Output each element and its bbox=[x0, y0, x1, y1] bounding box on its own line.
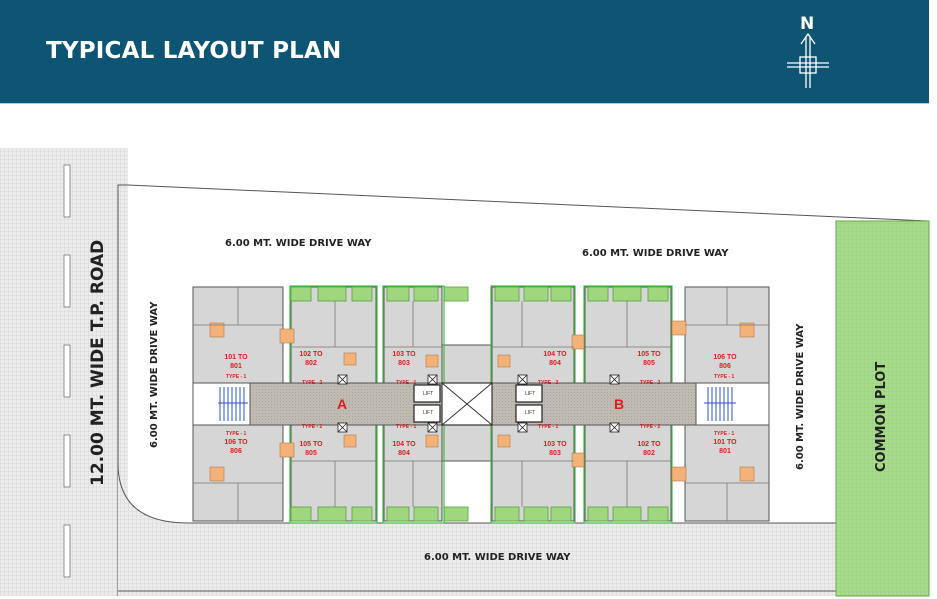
wing-a-label: A bbox=[337, 396, 348, 412]
compass-north-label: N bbox=[800, 14, 815, 34]
lift-label: LIFT bbox=[423, 391, 434, 397]
drive-way-label-top-left: 6.00 MT. WIDE DRIVE WAY bbox=[225, 238, 372, 249]
corridor-wing-a bbox=[249, 382, 443, 426]
duct-markers bbox=[337, 374, 620, 433]
type-label: TYPE - 2 bbox=[640, 380, 661, 386]
type-label: TYPE - 2 bbox=[640, 424, 661, 430]
unit-label: 105 TO 805 bbox=[637, 351, 661, 367]
staircase-left bbox=[192, 382, 251, 426]
page-title: TYPICAL LAYOUT PLAN bbox=[46, 38, 342, 64]
type-label: TYPE - 1 bbox=[714, 374, 735, 380]
type-label: TYPE - 1 bbox=[396, 380, 417, 386]
lift-label: LIFT bbox=[525, 391, 536, 397]
lift-label: LIFT bbox=[423, 410, 434, 416]
unit-label: 101 TO 801 bbox=[224, 354, 248, 370]
staircase-right bbox=[695, 382, 770, 426]
tp-road-label: 12.00 MT. WIDE T.P. ROAD bbox=[88, 239, 108, 486]
unit-label: 101 TO 801 bbox=[713, 439, 737, 455]
type-label: TYPE - 2 bbox=[302, 424, 323, 430]
type-label: TYPE - 1 bbox=[396, 424, 417, 430]
wing-b-label: B bbox=[614, 396, 625, 412]
type-label: TYPE - 2 bbox=[538, 380, 559, 386]
unit-label: 103 TO 803 bbox=[392, 351, 416, 367]
unit-label: 102 TO 802 bbox=[637, 441, 661, 457]
site-plan-drawing bbox=[0, 103, 930, 597]
drive-way-label-bottom: 6.00 MT. WIDE DRIVE WAY bbox=[424, 552, 571, 563]
bottom-drive-hatch bbox=[118, 463, 836, 596]
unit-label: 103 TO 803 bbox=[543, 441, 567, 457]
unit-label: 106 TO 806 bbox=[224, 439, 248, 455]
type-label: TYPE - 1 bbox=[226, 431, 247, 437]
north-compass-icon: N bbox=[785, 14, 833, 90]
common-plot-label: COMMON PLOT bbox=[874, 361, 889, 472]
service-areas bbox=[209, 320, 755, 482]
unit-label: 104 TO 804 bbox=[392, 441, 416, 457]
lift-boxes bbox=[413, 384, 543, 423]
balconies bbox=[290, 286, 669, 522]
lift-label: LIFT bbox=[525, 410, 536, 416]
type-label: TYPE - 1 bbox=[714, 431, 735, 437]
drive-way-label-left: 6.00 MT. WIDE DRIVE WAY bbox=[149, 301, 160, 448]
common-plot-area bbox=[835, 220, 930, 597]
unit-label: 104 TO 804 bbox=[543, 351, 567, 367]
type-label: TYPE - 1 bbox=[226, 374, 247, 380]
unit-label: 105 TO 805 bbox=[299, 441, 323, 457]
type-label: TYPE - 2 bbox=[302, 380, 323, 386]
type-label: TYPE - 1 bbox=[538, 424, 559, 430]
header-bar: TYPICAL LAYOUT PLAN N bbox=[0, 0, 929, 103]
unit-label: 102 TO 802 bbox=[299, 351, 323, 367]
unit-label: 106 TO 806 bbox=[713, 354, 737, 370]
drive-way-label-top-right: 6.00 MT. WIDE DRIVE WAY bbox=[582, 248, 729, 259]
drive-way-label-right: 6.00 MT. WIDE DRIVE WAY bbox=[795, 323, 806, 470]
